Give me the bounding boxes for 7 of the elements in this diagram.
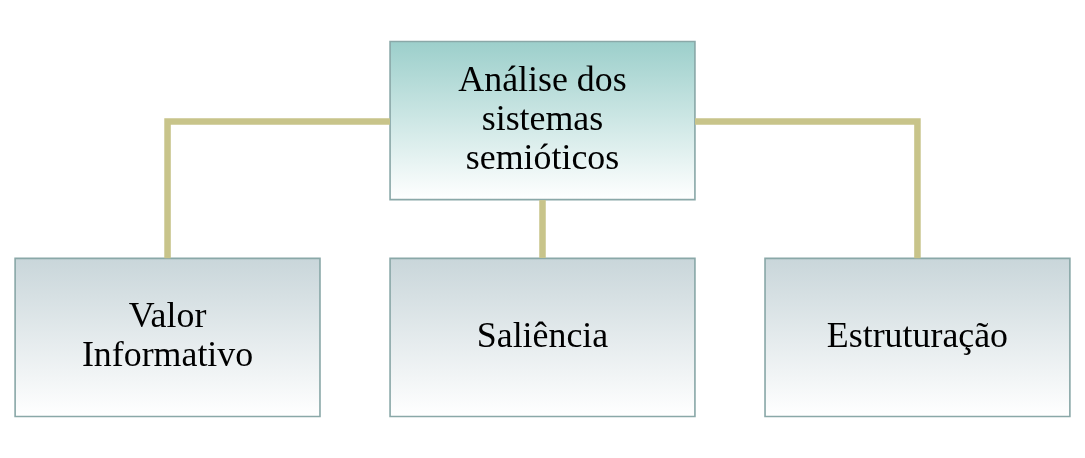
node-box: Valor Informativo	[14, 257, 321, 418]
node-box: Análise dos sistemas semióticos	[389, 40, 696, 201]
connector	[539, 200, 546, 258]
connector	[164, 118, 390, 259]
node-box: Estruturação	[764, 257, 1071, 418]
node-box: Saliência	[389, 257, 696, 418]
connector	[695, 118, 921, 259]
